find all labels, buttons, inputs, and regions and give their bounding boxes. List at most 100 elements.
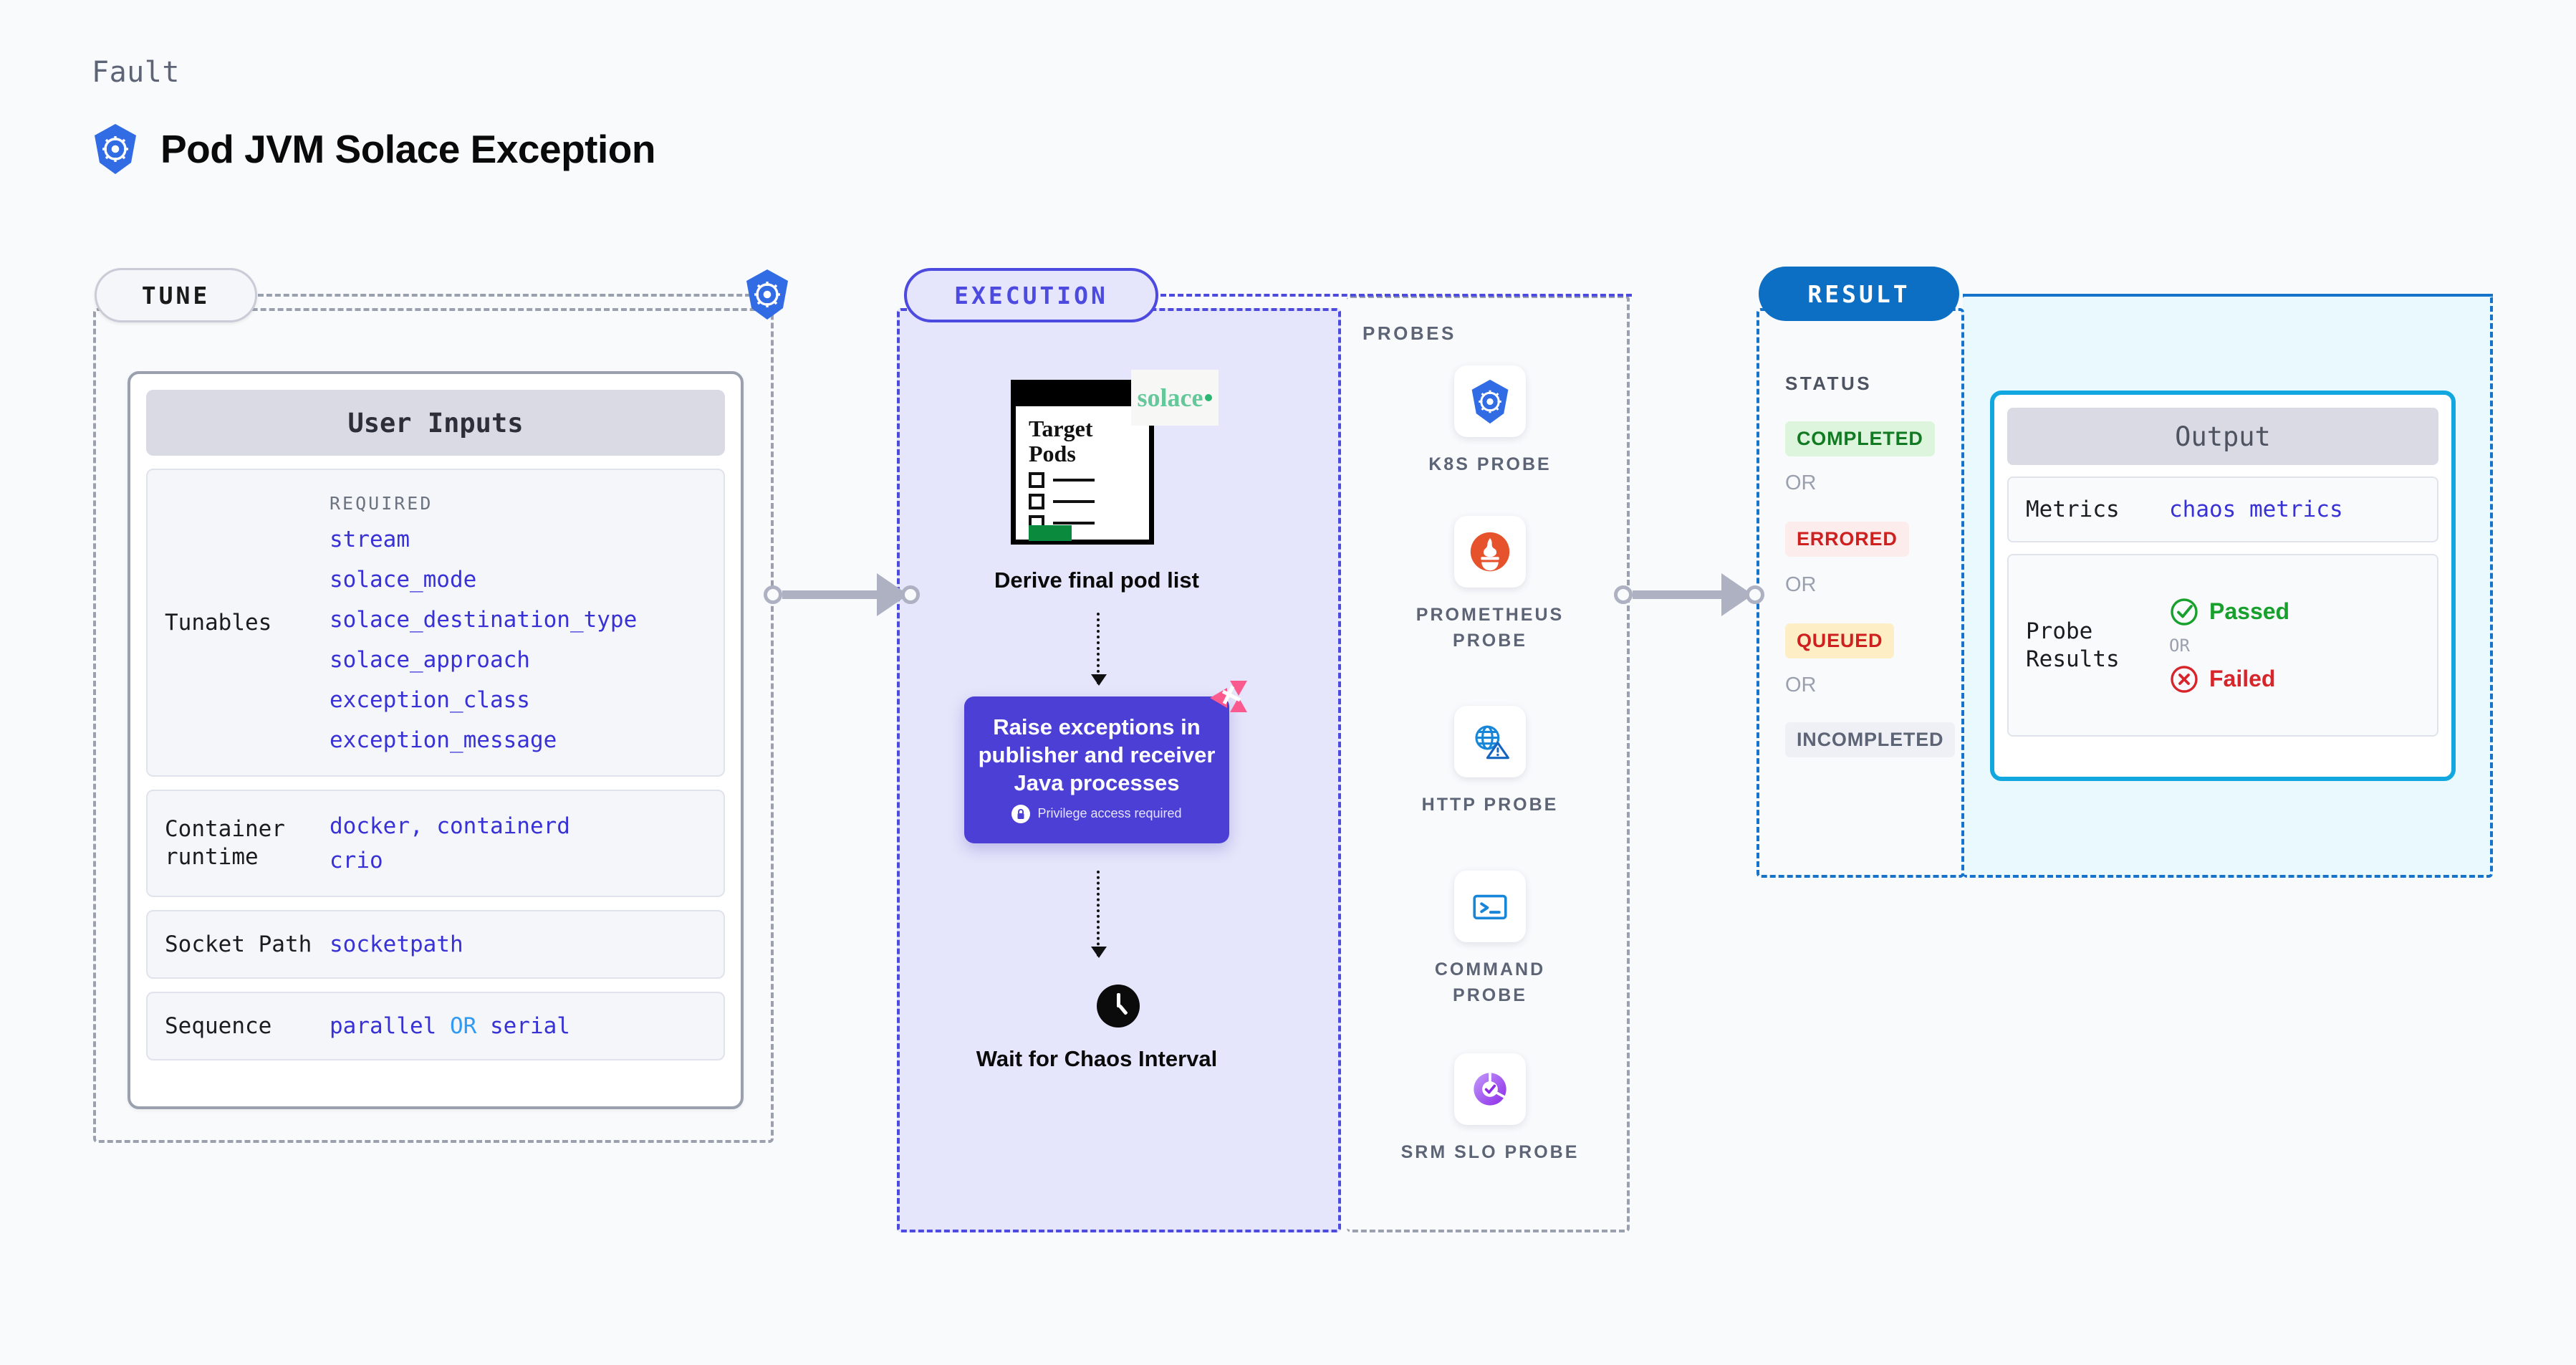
probe-label: COMMAND PROBE (1434, 959, 1546, 1006)
probe-results-label: Probe Results (2026, 618, 2120, 672)
connector-start-ring (764, 585, 782, 604)
probe-k8s[interactable]: K8S PROBE (1397, 365, 1583, 477)
result-pill[interactable]: RESULT (1759, 267, 1959, 321)
separator: , (409, 813, 423, 839)
checkbox-icon (1029, 472, 1044, 488)
http-globe-warning-icon (1454, 706, 1526, 777)
probe-command[interactable]: COMMAND PROBE (1397, 871, 1583, 1009)
or-label: OR (1785, 471, 1817, 494)
terminal-icon (1454, 871, 1526, 942)
user-inputs-card: User Inputs Tunables REQUIRED stream sol… (128, 371, 744, 1109)
tune-pill[interactable]: TUNE (95, 268, 257, 322)
user-inputs-title: User Inputs (146, 390, 725, 456)
required-heading: REQUIRED (330, 492, 433, 514)
tunables-values: REQUIRED stream solace_mode solace_desti… (330, 493, 637, 753)
fault-eyebrow: Fault (92, 56, 180, 89)
probe-prometheus[interactable]: PROMETHEUS PROBE (1397, 516, 1583, 654)
list-item[interactable]: solace_approach (330, 646, 530, 673)
sequence-serial[interactable]: serial (489, 1012, 570, 1039)
privilege-note-text: Privilege access required (1037, 806, 1182, 821)
raise-exceptions-card[interactable]: Raise exceptions in publisher and receiv… (964, 696, 1229, 843)
probe-label: HTTP PROBE (1421, 795, 1559, 815)
document-title: Target Pods (1029, 416, 1093, 467)
prometheus-icon (1454, 516, 1526, 588)
x-circle-icon (2171, 665, 2198, 693)
or-label: OR (1785, 674, 1817, 696)
probe-label: K8S PROBE (1428, 454, 1552, 474)
sequence-value: parallel OR serial (330, 1009, 570, 1043)
document-highlight-bar (1029, 525, 1072, 541)
failed-label: Failed (2209, 666, 2276, 691)
runtime-containerd[interactable]: containerd (436, 813, 570, 839)
tunables-label: Tunables (165, 609, 272, 636)
derive-pod-list-caption: Derive final pod list (994, 567, 1199, 593)
sequence-parallel[interactable]: parallel (330, 1012, 437, 1039)
connector-end-ring (901, 585, 920, 604)
execution-pill[interactable]: EXECUTION (904, 268, 1158, 322)
output-card: Output Metrics chaos metrics Probe Resul… (1990, 391, 2456, 781)
status-badge-incompleted: INCOMPLETED (1785, 722, 1956, 757)
probe-results-row: Probe Results Passed OR Failed (2007, 554, 2438, 737)
tune-panel (93, 308, 774, 1143)
result-dashed-connector (1963, 294, 2493, 297)
page-header: Pod JVM Solace Exception (92, 123, 655, 175)
sequence-row: Sequence parallel OR serial (146, 992, 725, 1060)
connector-execution-to-result (1614, 573, 1764, 616)
lock-icon (1011, 804, 1031, 823)
document-header-bar (1016, 385, 1149, 406)
checkbox-icon (1029, 494, 1044, 509)
output-title: Output (2007, 408, 2438, 465)
target-pods-document: Target Pods solace (1011, 370, 1219, 545)
probe-label: PROMETHEUS PROBE (1416, 605, 1565, 651)
connector-bar (1633, 590, 1721, 599)
runtime-crio[interactable]: crio (330, 848, 383, 873)
flow-arrow-2 (1091, 871, 1107, 958)
document-line (1053, 500, 1095, 503)
connector-tune-to-execution (764, 573, 920, 616)
or-label: OR (2169, 635, 2190, 656)
sequence-operator: OR (449, 1012, 477, 1039)
raise-exceptions-text: Raise exceptions in publisher and receiv… (978, 714, 1216, 795)
page-title: Pod JVM Solace Exception (160, 127, 655, 171)
status-badge-completed: COMPLETED (1785, 421, 1935, 456)
container-runtime-row: Container runtime docker, containerd cri… (146, 790, 725, 897)
document-line (1053, 522, 1095, 525)
status-heading: STATUS (1785, 373, 1873, 394)
metrics-label: Metrics (2026, 496, 2120, 522)
list-item[interactable]: exception_class (330, 686, 530, 713)
tunables-row: Tunables REQUIRED stream solace_mode sol… (146, 469, 725, 777)
list-item[interactable]: exception_message (330, 727, 557, 753)
probe-http[interactable]: HTTP PROBE (1397, 706, 1583, 818)
connector-bar (782, 590, 877, 599)
kubernetes-icon (1454, 365, 1526, 437)
socket-path-row: Socket Path socketpath (146, 910, 725, 979)
list-item[interactable]: solace_destination_type (330, 606, 638, 633)
or-label: OR (1785, 573, 1817, 596)
runtime-docker[interactable]: docker (330, 813, 410, 839)
list-item[interactable]: solace_mode (330, 566, 477, 593)
status-badge-queued: QUEUED (1785, 623, 1895, 658)
probe-results-values: Passed OR Failed (2169, 597, 2289, 694)
probe-result-passed: Passed (2169, 597, 2289, 627)
document-body: Target Pods (1011, 380, 1154, 545)
probe-label: SRM SLO PROBE (1400, 1142, 1580, 1162)
passed-label: Passed (2209, 598, 2290, 624)
probe-result-failed: Failed (2169, 664, 2289, 694)
litmus-logo-icon (1208, 679, 1249, 715)
probes-heading: PROBES (1363, 322, 1456, 344)
probe-srm-slo[interactable]: SRM SLO PROBE (1397, 1053, 1583, 1165)
clock-icon (1097, 985, 1140, 1028)
wait-chaos-caption: Wait for Chaos Interval (976, 1046, 1218, 1071)
document-line (1053, 479, 1095, 482)
metrics-value[interactable]: chaos metrics (2169, 497, 2343, 522)
flow-arrow-1 (1091, 613, 1107, 686)
kubernetes-icon (744, 269, 791, 320)
socket-path-value[interactable]: socketpath (330, 931, 463, 957)
sequence-label: Sequence (165, 1012, 272, 1039)
socket-path-label: Socket Path (165, 931, 312, 957)
srm-slo-icon (1454, 1053, 1526, 1125)
container-runtime-values: docker, containerd crio (330, 809, 570, 878)
connector-start-ring (1614, 585, 1633, 604)
privilege-note: Privilege access required (1011, 804, 1182, 823)
list-item[interactable]: stream (330, 526, 410, 552)
